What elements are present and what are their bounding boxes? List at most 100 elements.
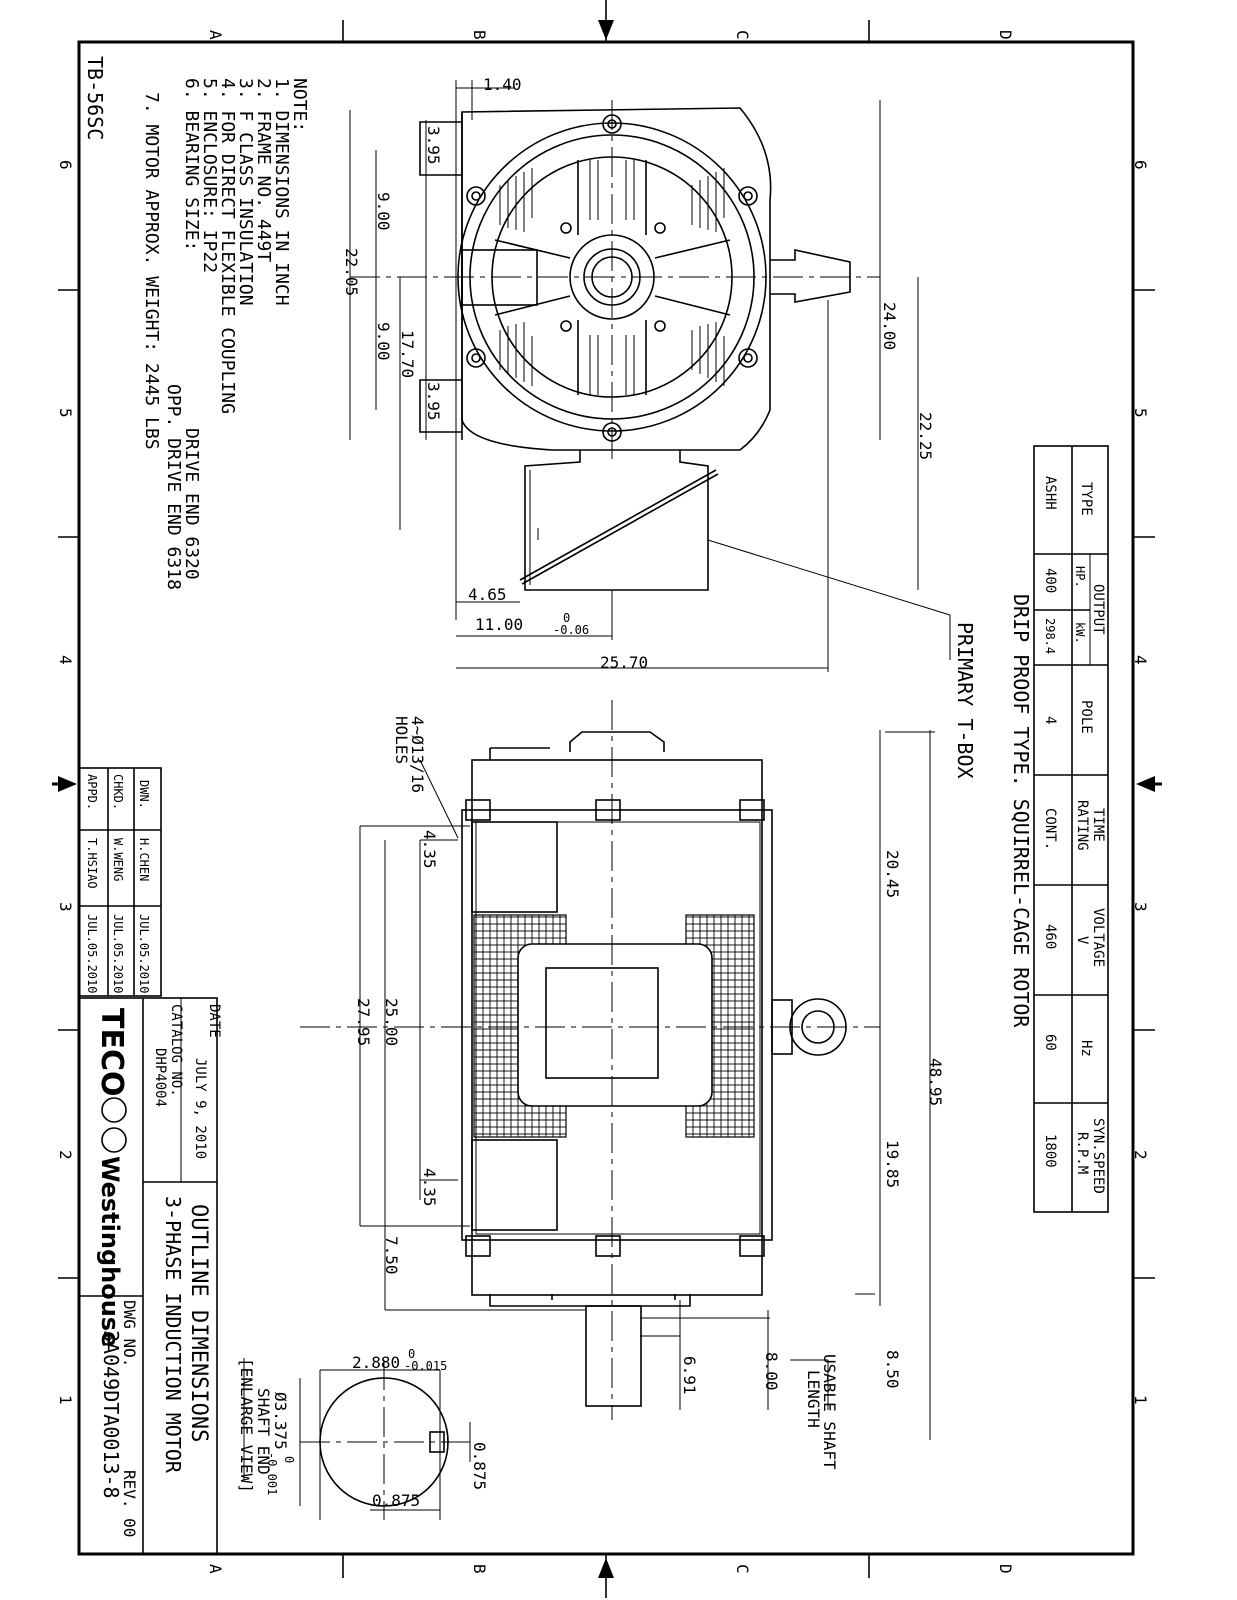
front-dim-24-00: 24.00 [880,302,899,350]
zone-row-right-5: 5 [1131,408,1150,418]
table-cell-type: ASHH [1042,476,1058,510]
zone-row-left-6: 6 [56,160,75,170]
shaft-dim-dia: Ø3.375 [271,1392,290,1450]
front-dim-1-40: 1.40 [483,75,522,94]
title-catalog-value: DHP4004 [152,1048,168,1107]
zone-row-right-1: 1 [1131,1395,1150,1405]
shaft-dim-2-880-tol-up: 0 [408,1347,415,1361]
title-dwg-number: 3A049DTA0013-8 [99,1330,123,1499]
center-arrow-left-icon [58,776,77,792]
front-dim-9-00-top: 9.00 [374,192,393,231]
front-dim-9-00-bottom: 9.00 [374,322,393,361]
title-rev: REV. 00 [120,1470,139,1537]
side-holes-label-a: 4~Ø13/16 [408,716,427,793]
shaft-dim-dia-tol-down: -0.001 [265,1452,279,1495]
side-dim-19-85: 19.85 [883,1140,902,1188]
title-dwg-label: DWG NO. [120,1300,139,1367]
teco-swirl-icon [101,1097,127,1123]
front-dim-25-70: 25.70 [600,653,648,672]
front-dim-22-25: 22.25 [916,412,935,460]
note-1: 1. DIMENSIONS IN INCH [271,78,292,306]
zone-col-top-c: C [733,30,752,40]
table-cell-speed: 1800 [1042,1134,1058,1168]
title-catalog-label: CATALOG NO. [168,1004,184,1097]
table-header-voltage-a: VOLTAGE [1090,908,1106,967]
signoff-role-chkd: CHKD. [111,774,125,810]
shaft-end-title-b: [ENLARGE VIEW] [237,1358,256,1493]
table-cell-hp: 400 [1042,568,1058,593]
rating-table: TYPE OUTPUT HP. kW. POLE TIME RATING VOL… [1009,445,1109,1213]
signoff-role-appd: APPD. [85,774,99,810]
signoff-date-dwn: JUL.05.2010 [137,914,151,993]
teco-logo: TECO [94,1008,129,1096]
zone-col-bottom-d: D [996,1564,1015,1574]
table-cell-voltage: 460 [1042,924,1058,949]
signoff-role-dwn: DWN. [137,780,151,809]
front-dim-22-05: 22.05 [342,248,361,296]
signoff-date-chkd: JUL.05.2010 [111,914,125,993]
note-6: 6. BEARING SIZE: [181,78,202,251]
shaft-end-view: 2.880 0 -0.015 Ø3.375 0 -0.001 0.875 0.8… [237,1347,489,1520]
front-dim-tol-down: -0.06 [553,623,589,637]
center-arrow-right-icon [1136,776,1155,792]
zone-col-bottom-c: C [733,1564,752,1574]
side-dim-20-45: 20.45 [883,850,902,898]
side-dim-48-95: 48.95 [926,1058,945,1106]
front-dim-3-95-bottom: 3.95 [424,382,443,421]
westinghouse-w-icon [101,1127,127,1153]
table-cell-hz: 60 [1042,1034,1058,1051]
zone-row-left-5: 5 [56,408,75,418]
title-line-2: 3-PHASE INDUCTION MOTOR [161,1196,185,1474]
zone-row-left-1: 1 [56,1395,75,1405]
note-2: 2. FRAME NO. 449T [253,78,274,262]
side-dim-8-50: 8.50 [883,1350,902,1389]
front-dim-tol-up: 0 [563,611,570,625]
table-header-kw: kW. [1073,622,1087,644]
note-3: 3. F CLASS INSULATION [235,78,256,306]
zone-col-top-b: B [470,30,489,40]
table-header-speed-b: R.P.M [1074,1132,1090,1174]
zone-row-right-6: 6 [1131,160,1150,170]
title-block: DATE JULY 9, 2010 CATALOG NO. DHP4004 OU… [78,997,222,1555]
table-header-time-a: TIME [1090,808,1106,842]
side-holes-label-b: HOLES [392,716,411,764]
notes-block: NOTE: 1. DIMENSIONS IN INCH 2. FRAME NO.… [141,78,310,590]
front-dim-17-70: 17.70 [398,330,417,378]
notes-heading: NOTE: [289,78,310,132]
side-dim-6-91: 6.91 [680,1356,699,1395]
shaft-dim-0-875-key: 0.875 [470,1442,489,1490]
table-cell-time: CONT. [1042,808,1058,850]
zone-col-top-d: D [996,30,1015,40]
zone-row-left-3: 3 [56,902,75,912]
title-line-1: OUTLINE DIMENSIONS [186,1204,211,1442]
note-7: 7. MOTOR APPROX. WEIGHT: 2445 LBS [141,92,162,450]
table-cell-kw: 298.4 [1043,618,1057,654]
zone-row-left-4: 4 [56,655,75,665]
zone-row-left-2: 2 [56,1150,75,1160]
signoff-name-dwn: H.CHEN [137,838,151,881]
zone-col-bottom-a: A [206,1564,225,1574]
signoff-name-appd: T.HSIAO [85,838,99,889]
primary-tbox-label: PRIMARY T-BOX [953,622,977,779]
note-4: 4. FOR DIRECT FLEXIBLE COUPLING [217,78,238,414]
table-header-hz: Hz [1078,1040,1094,1057]
front-view: 1.40 3.95 9.00 22.05 9.00 17.70 3.95 24.… [342,75,977,779]
side-dim-7-50: 7.50 [382,1236,401,1275]
shaft-end-title-a: SHAFT END [254,1388,273,1475]
side-dim-27-95: 27.95 [354,998,373,1046]
shaft-dim-0-875-width: 0.875 [372,1491,420,1510]
side-dim-4-35-top: 4.35 [420,830,439,869]
signoff-block: DWN. H.CHEN JUL.05.2010 CHKD. W.WENG JUL… [78,767,162,997]
side-view: 4~Ø13/16 HOLES 4.35 20.45 27.95 25.00 48… [300,700,945,1470]
shaft-dim-2-880: 2.880 [352,1353,400,1372]
signoff-date-appd: JUL.05.2010 [85,914,99,993]
doc-id: TB-56SC [83,56,107,140]
table-header-time-b: RATING [1074,800,1090,851]
table-header-output: OUTPUT [1090,584,1106,635]
table-header-speed-a: SYN.SPEED [1090,1118,1106,1194]
table-caption: DRIP PROOF TYPE. SQUIRREL-CAGE ROTOR [1009,594,1033,1028]
signoff-name-chkd: W.WENG [111,838,125,881]
side-dim-8-00: 8.00 [762,1352,781,1391]
front-dim-11-00: 11.00 [475,615,523,634]
